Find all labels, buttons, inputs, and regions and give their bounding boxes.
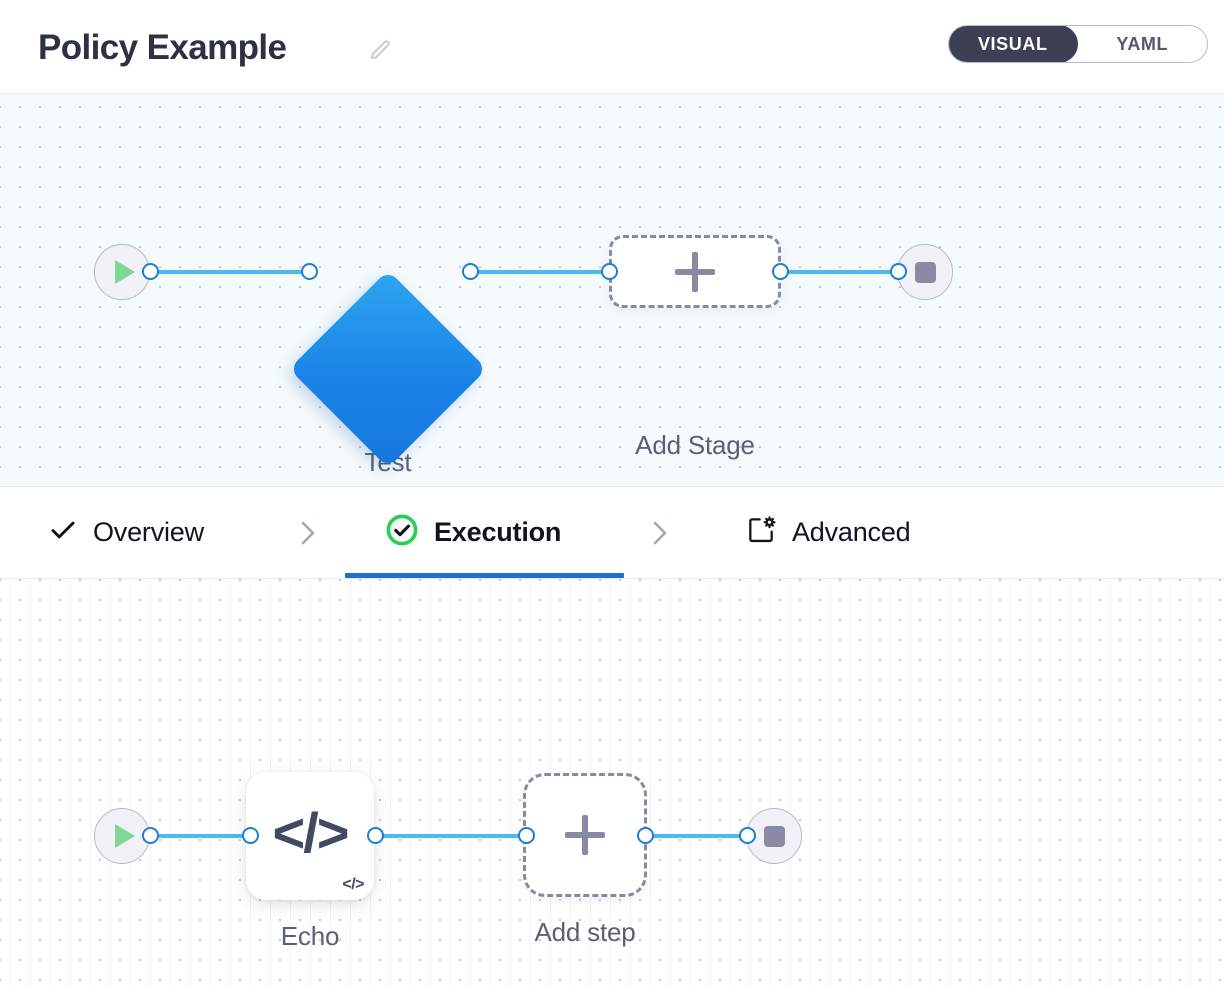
tab-execution[interactable]: Execution xyxy=(375,487,571,578)
step-canvas[interactable]: </> </> Echo Add step xyxy=(0,578,1224,986)
code-icon: </> xyxy=(272,801,350,864)
tab-execution-label: Execution xyxy=(434,517,562,547)
edge-start-to-echo xyxy=(150,834,258,838)
page-title: Policy Example xyxy=(38,28,287,67)
port-step-start-out[interactable] xyxy=(142,827,159,844)
port-echo-out[interactable] xyxy=(367,827,384,844)
port-test-in[interactable] xyxy=(301,263,318,280)
code-badge-icon: </> xyxy=(342,876,364,893)
port-step-end-in[interactable] xyxy=(739,827,756,844)
stage-node-test[interactable] xyxy=(289,270,487,468)
chevron-right-icon-2 xyxy=(648,519,672,547)
port-start-out[interactable] xyxy=(142,263,159,280)
port-addstep-in[interactable] xyxy=(518,827,535,844)
step-label-echo: Echo xyxy=(280,921,340,951)
port-test-out[interactable] xyxy=(462,263,479,280)
tab-overview[interactable]: Overview xyxy=(38,487,214,578)
tab-advanced[interactable]: Advanced xyxy=(735,487,921,578)
add-stage-label: Add Stage xyxy=(635,430,755,460)
pencil-icon[interactable] xyxy=(367,36,393,62)
check-circle-icon xyxy=(385,513,419,552)
stage-canvas[interactable]: Test Add Stage xyxy=(0,94,1224,487)
plus-icon xyxy=(675,251,715,292)
page-header: Policy Example VISUAL YAML xyxy=(0,0,1224,94)
tab-overview-label: Overview xyxy=(93,517,204,547)
edge-addstage-to-end xyxy=(778,270,906,274)
edge-start-to-test xyxy=(150,270,315,274)
edge-echo-to-addstep xyxy=(370,834,532,838)
port-echo-in[interactable] xyxy=(242,827,259,844)
add-step-button[interactable] xyxy=(523,773,647,897)
mode-option-yaml[interactable]: YAML xyxy=(1116,33,1169,54)
panel-gear-icon xyxy=(745,514,777,551)
port-addstage-in[interactable] xyxy=(601,263,618,280)
port-addstep-out[interactable] xyxy=(637,827,654,844)
port-addstage-out[interactable] xyxy=(772,263,789,280)
step-node-echo[interactable]: </> </> xyxy=(246,772,374,900)
play-icon xyxy=(115,260,135,284)
section-tabs: Overview Execution Advanced xyxy=(0,487,1224,578)
add-stage-button[interactable] xyxy=(609,235,781,308)
start-node[interactable] xyxy=(94,244,150,300)
stop-icon xyxy=(763,825,785,847)
view-mode-toggle[interactable]: VISUAL YAML xyxy=(948,25,1208,63)
stop-icon xyxy=(914,261,936,283)
edge-test-to-addstage xyxy=(465,270,615,274)
port-end-in[interactable] xyxy=(890,263,907,280)
mode-option-visual[interactable]: VISUAL xyxy=(949,26,1078,62)
edge-addstep-to-end xyxy=(640,834,756,838)
active-tab-indicator xyxy=(345,573,624,578)
plus-icon xyxy=(565,815,605,855)
add-step-label: Add step xyxy=(534,917,636,947)
play-icon xyxy=(115,824,135,848)
check-icon xyxy=(48,515,78,550)
chevron-right-icon-1 xyxy=(296,519,320,547)
tab-advanced-label: Advanced xyxy=(792,517,911,547)
